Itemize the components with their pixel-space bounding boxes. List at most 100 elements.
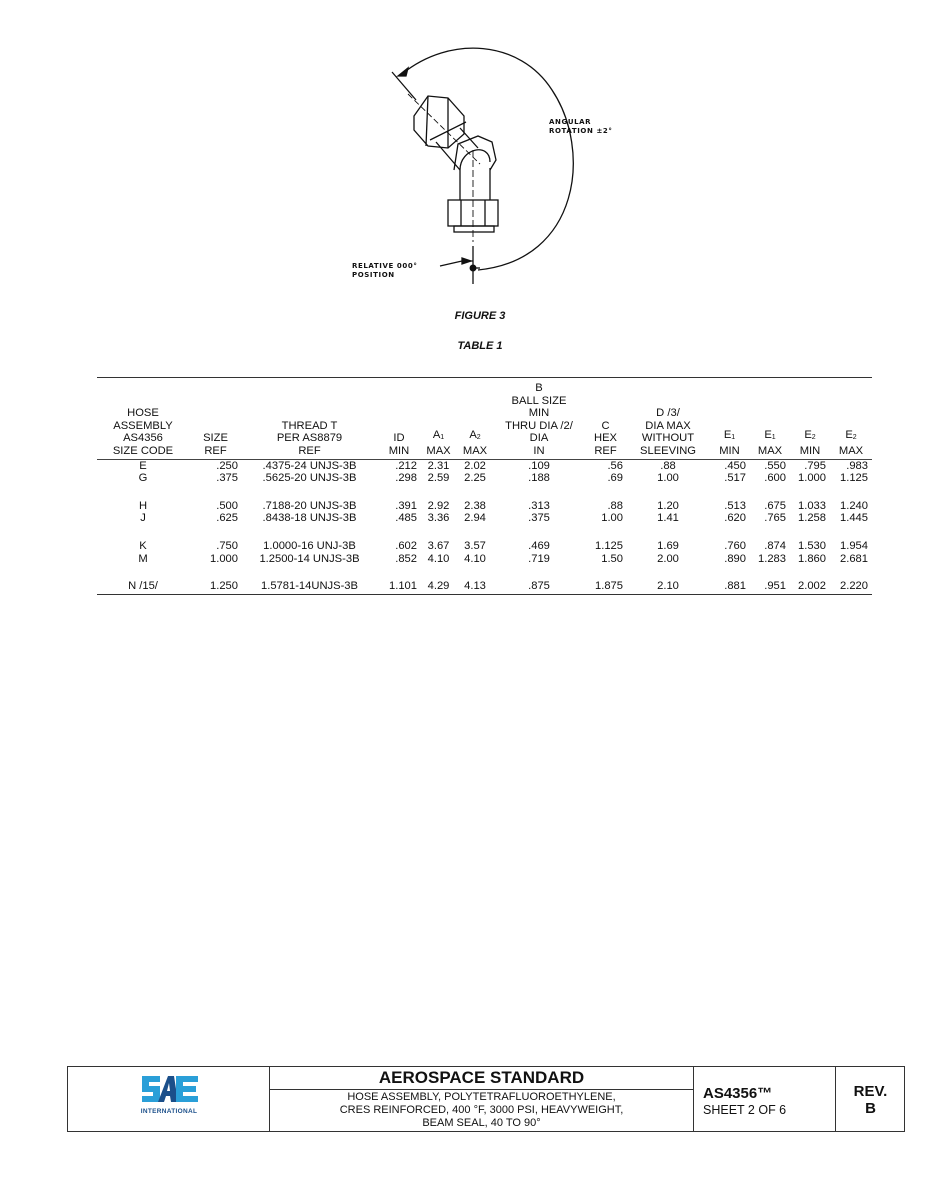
header-line: MIN xyxy=(528,407,550,420)
cell-d-dia: 1.69 xyxy=(657,539,679,552)
header-line: BALL SIZE xyxy=(511,394,567,407)
standard-heading: AEROSPACE STANDARD xyxy=(270,1067,693,1090)
cell-a1-max: 4.10 xyxy=(427,552,450,565)
relative-position-label: RELATIVE 000° POSITION xyxy=(352,262,417,280)
cell-e2-min: .795 xyxy=(804,459,826,472)
cell-e2-max: 2.681 xyxy=(840,552,868,565)
cell-e1-max: .765 xyxy=(764,512,786,525)
table-row: K .750 1.0000-16 UNJ-3B .602 3.67 3.57 .… xyxy=(97,540,872,553)
header-line: DIA MAX xyxy=(645,419,691,432)
sheet-number: SHEET 2 OF 6 xyxy=(703,1103,787,1117)
document-description: HOSE ASSEMBLY, POLYTETRAFLUOROETHYLENE, … xyxy=(270,1090,693,1130)
cell-ball-size: .469 xyxy=(528,539,550,552)
cell-ball-size: .109 xyxy=(528,459,550,472)
header-id-min: ID MIN xyxy=(377,382,421,460)
header-line: SIZE CODE xyxy=(112,444,174,457)
header-subscript: 1 xyxy=(731,434,736,442)
header-line: WITHOUT xyxy=(641,432,695,445)
cell-e2-min: 1.258 xyxy=(798,512,826,525)
header-thread: THREAD T PER AS8879 REF xyxy=(242,382,377,460)
cell-a2-max: 2.94 xyxy=(464,512,486,525)
header-symbol: E xyxy=(845,429,853,442)
cell-e2-max: 2.220 xyxy=(830,580,872,595)
table-row: M 1.000 1.2500-14 UNJS-3B .852 4.10 4.10… xyxy=(97,553,872,566)
cell-a1-max: 4.29 xyxy=(421,580,456,595)
cell-e1-min: .881 xyxy=(709,580,750,595)
cell-d-dia: 1.41 xyxy=(657,512,679,525)
revision-cell: REV. B xyxy=(836,1067,905,1131)
cell-a1-max: 3.67 xyxy=(427,539,450,552)
cell-hex: 1.125 xyxy=(595,539,623,552)
header-subscript: 2 xyxy=(476,434,481,442)
cell-size-ref: .250 xyxy=(216,459,238,472)
table-row: H .500 .7188-20 UNJS-3B .391 2.92 2.38 .… xyxy=(97,500,872,513)
document-number-cell: AS4356™ SHEET 2 OF 6 xyxy=(694,1067,836,1131)
cell-a1-max: 2.92 xyxy=(427,499,450,512)
header-line: AS4356 xyxy=(123,432,163,445)
header-line: MIN xyxy=(388,444,410,457)
cell-hex: 1.875 xyxy=(584,580,627,595)
cell-size-ref: .500 xyxy=(216,499,238,512)
description-line: CRES REINFORCED, 400 °F, 3000 PSI, HEAVY… xyxy=(339,1104,624,1116)
cell-e2-min: 1.530 xyxy=(798,539,826,552)
cell-a2-max: 2.02 xyxy=(464,459,486,472)
cell-id-min: .298 xyxy=(395,472,417,485)
cell-size-code: N /15/ xyxy=(97,580,189,595)
cell-size-ref: .625 xyxy=(216,512,238,525)
cell-e1-min: .620 xyxy=(724,512,746,525)
document-number: AS4356™ xyxy=(703,1085,773,1102)
header-line: DIA xyxy=(529,432,549,445)
header-line: IN xyxy=(533,444,545,457)
header-line: ASSEMBLY xyxy=(113,419,173,432)
header-line: REF xyxy=(204,444,227,457)
sae-logo-cell: INTERNATIONAL xyxy=(68,1067,270,1131)
header-size-ref: SIZE REF xyxy=(189,382,242,460)
table-row: J .625 .8438-18 UNJS-3B .485 3.36 2.94 .… xyxy=(97,512,872,525)
header-line: B xyxy=(535,382,543,394)
header-line: SIZE xyxy=(203,432,228,445)
cell-e1-max: .600 xyxy=(764,472,786,485)
cell-thread: 1.5781-14UNJS-3B xyxy=(242,580,377,595)
revision-value: B xyxy=(865,1100,876,1117)
header-hex: C HEX REF xyxy=(584,382,627,460)
cell-id-min: .212 xyxy=(395,459,417,472)
figure-3-drawing: ANGULAR ROTATION ±2° RELATIVE 000° POSIT… xyxy=(330,30,630,300)
table-top-rule xyxy=(97,377,872,382)
header-line: PER AS8879 xyxy=(276,432,343,445)
cell-e1-min: .450 xyxy=(724,459,746,472)
cell-a2-max: 2.38 xyxy=(464,499,486,512)
cell-size-ref: 1.000 xyxy=(210,552,238,565)
cell-a1-max: 3.36 xyxy=(427,512,450,525)
header-line: C xyxy=(601,419,610,432)
header-symbol: A xyxy=(432,429,441,442)
header-size-code: HOSE ASSEMBLY AS4356 SIZE CODE xyxy=(97,382,189,460)
cell-e1-max: .550 xyxy=(764,459,786,472)
cell-a1-max: 2.31 xyxy=(427,459,450,472)
header-e2-max: E2 MAX xyxy=(830,382,872,460)
header-a1-max: A1 MAX xyxy=(421,382,456,460)
header-symbol: E xyxy=(804,429,812,442)
cell-id-min: .602 xyxy=(395,539,417,552)
cell-ball-size: .313 xyxy=(528,499,550,512)
angular-rotation-label: ANGULAR ROTATION ±2° xyxy=(549,118,613,136)
spec-table: HOSE ASSEMBLY AS4356 SIZE CODE SIZE REF … xyxy=(97,377,872,595)
cell-size-code: G xyxy=(138,472,148,485)
header-line: MAX xyxy=(757,444,783,457)
row-spacer xyxy=(97,565,872,580)
cell-hex: .69 xyxy=(607,472,623,485)
cell-thread: .5625-20 UNJS-3B xyxy=(262,472,357,485)
header-line: MAX xyxy=(426,444,451,457)
cell-e1-max: 1.283 xyxy=(758,552,786,565)
cell-d-dia: 1.00 xyxy=(657,472,679,485)
table-row: G .375 .5625-20 UNJS-3B .298 2.59 2.25 .… xyxy=(97,472,872,485)
cell-d-dia: .88 xyxy=(660,459,676,472)
table-caption: TABLE 1 xyxy=(457,340,503,352)
cell-e2-max: 1.125 xyxy=(840,472,868,485)
header-symbol: E xyxy=(764,429,772,442)
cell-thread: .7188-20 UNJS-3B xyxy=(262,499,357,512)
header-symbol: E xyxy=(723,429,732,442)
cell-thread: .8438-18 UNJS-3B xyxy=(262,512,357,525)
sae-logo-subtext: INTERNATIONAL xyxy=(140,1108,198,1115)
cell-ball-size: .375 xyxy=(528,512,550,525)
header-line: MAX xyxy=(838,444,864,457)
